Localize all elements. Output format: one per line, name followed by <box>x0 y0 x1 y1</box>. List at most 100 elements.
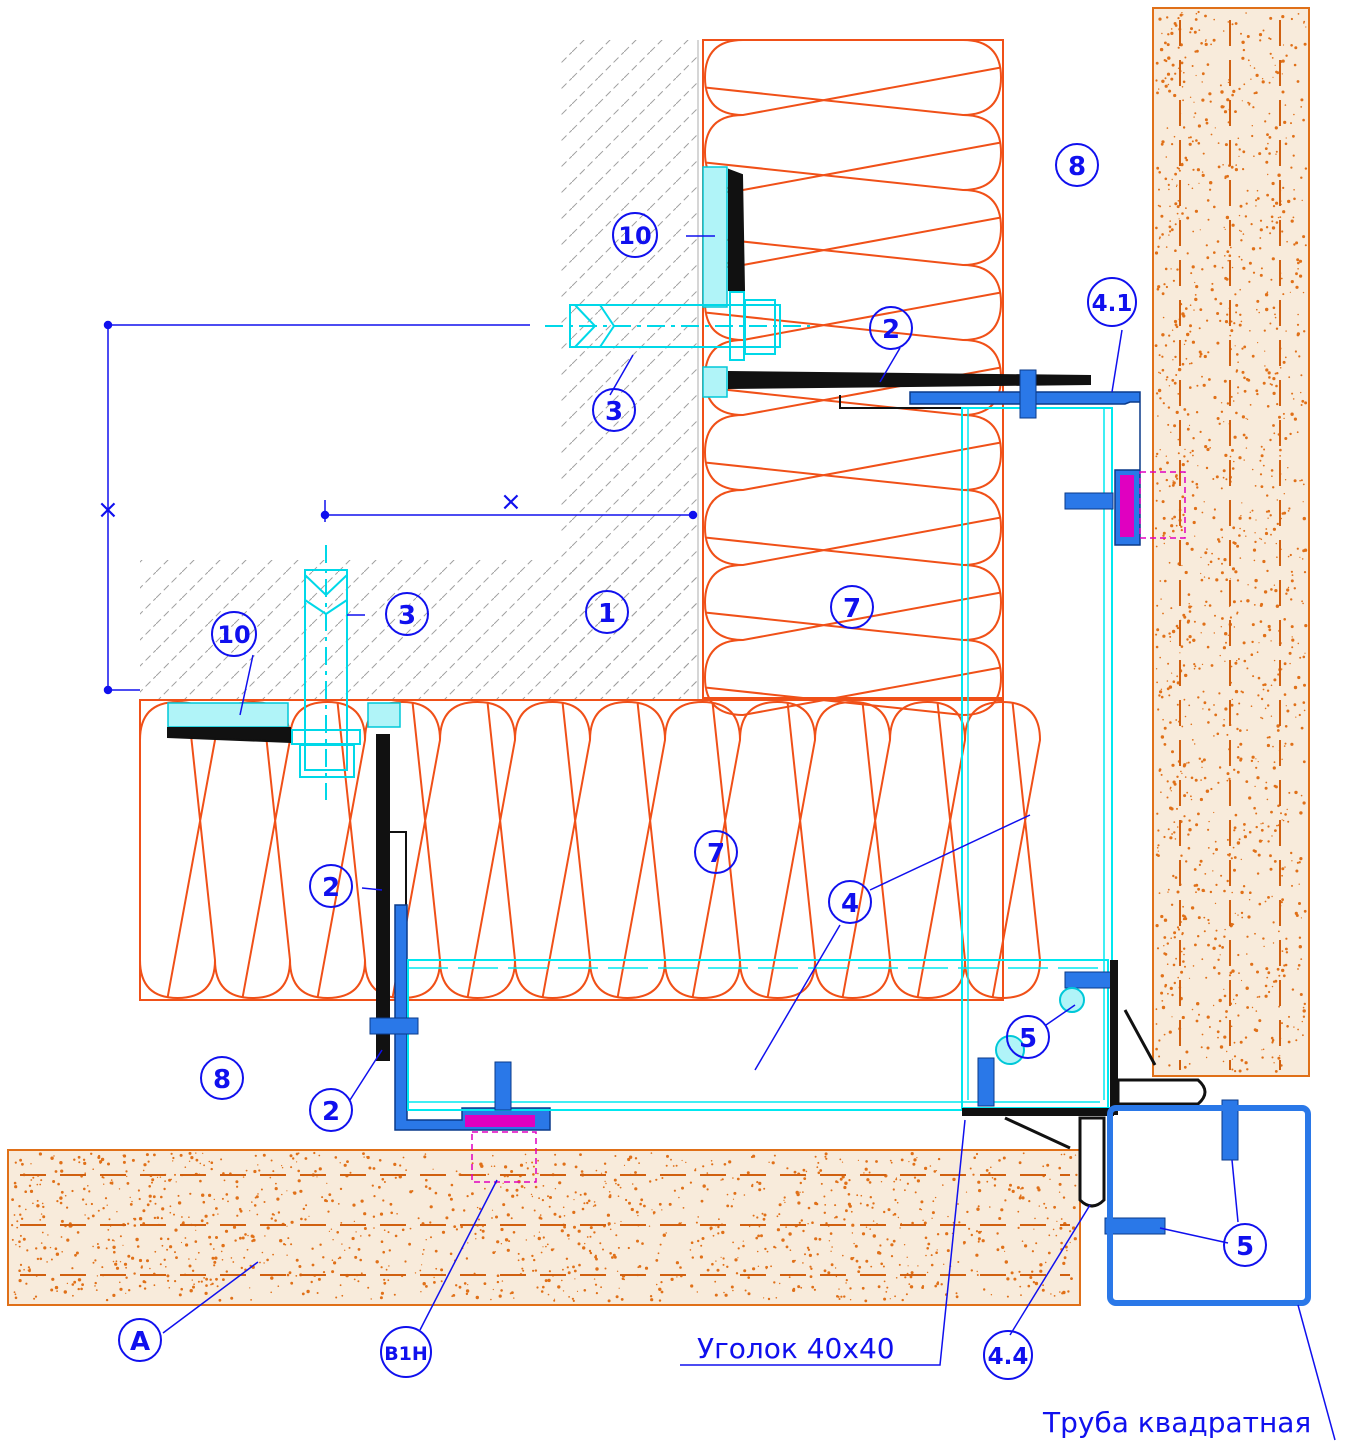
speck <box>1251 509 1254 512</box>
speck <box>1212 516 1216 520</box>
speck <box>1297 13 1300 15</box>
speck <box>1281 1022 1283 1025</box>
speck <box>143 1287 147 1290</box>
speck <box>1186 427 1190 431</box>
speck <box>797 1285 801 1289</box>
speck <box>1235 311 1238 314</box>
speck <box>1212 946 1216 950</box>
speck <box>74 1253 77 1257</box>
speck <box>1234 1070 1237 1073</box>
speck <box>1156 681 1158 684</box>
speck <box>1197 465 1199 467</box>
speck <box>830 1189 833 1192</box>
speck <box>1284 963 1288 967</box>
speck <box>28 1184 32 1188</box>
speck <box>1173 936 1177 939</box>
speck <box>11 1238 14 1241</box>
speck <box>577 1229 581 1233</box>
speck <box>1274 64 1276 66</box>
speck <box>897 1216 900 1219</box>
speck <box>1188 641 1192 644</box>
speck <box>1274 589 1278 593</box>
speck <box>1284 356 1287 359</box>
speck <box>1205 466 1209 470</box>
speck <box>800 1219 803 1222</box>
speck <box>977 1240 980 1243</box>
speck <box>1175 410 1179 414</box>
speck <box>1173 821 1176 823</box>
speck <box>1209 447 1211 449</box>
speck <box>653 1213 655 1215</box>
speck <box>354 1255 358 1259</box>
speck <box>1166 376 1169 379</box>
speck <box>1160 991 1164 995</box>
speck <box>1291 884 1293 887</box>
speck <box>1157 708 1160 711</box>
speck <box>1276 724 1280 728</box>
speck <box>1058 1182 1062 1186</box>
speck <box>534 1185 538 1189</box>
speck <box>1250 653 1254 656</box>
speck <box>1187 183 1190 186</box>
speck <box>1274 372 1277 375</box>
speck <box>1176 890 1180 894</box>
callout-7a: 7 <box>843 594 861 624</box>
speck <box>511 1194 515 1198</box>
speck <box>1206 645 1210 649</box>
speck <box>1191 187 1194 190</box>
speck <box>227 1200 229 1203</box>
speck <box>1165 378 1168 381</box>
speck <box>205 1284 208 1287</box>
speck <box>103 1177 105 1179</box>
speck <box>1298 902 1301 905</box>
speck <box>1213 395 1217 400</box>
speck <box>768 1161 770 1164</box>
speck <box>1167 891 1169 893</box>
speck <box>788 1232 792 1236</box>
speck <box>1302 1015 1306 1018</box>
speck <box>1248 516 1252 520</box>
speck <box>1169 986 1173 991</box>
speck <box>706 1268 710 1272</box>
speck <box>1251 1006 1254 1009</box>
speck <box>866 1178 870 1182</box>
speck <box>1166 942 1170 945</box>
speck <box>1237 658 1240 660</box>
speck <box>253 1204 257 1207</box>
speck <box>116 1211 118 1213</box>
speck <box>627 1246 630 1250</box>
speck <box>1186 762 1188 764</box>
speck <box>149 1267 151 1270</box>
speck <box>25 1208 27 1211</box>
callout-3a: 3 <box>605 397 623 427</box>
speck <box>523 1186 526 1189</box>
speck <box>1193 30 1197 34</box>
speck <box>189 1289 193 1293</box>
speck <box>1231 891 1233 894</box>
speck <box>1264 900 1267 903</box>
speck <box>576 1290 579 1292</box>
speck <box>1278 415 1281 419</box>
speck <box>573 1269 577 1273</box>
speck <box>1159 372 1162 375</box>
speck <box>1191 1008 1194 1011</box>
speck <box>532 1173 535 1176</box>
speck <box>1266 743 1270 748</box>
speck <box>119 1235 122 1238</box>
speck <box>1214 902 1217 905</box>
speck <box>467 1284 469 1286</box>
speck <box>40 1179 43 1182</box>
speck <box>1031 1250 1034 1253</box>
speck <box>1233 626 1236 628</box>
speck <box>1168 234 1170 236</box>
speck <box>471 1162 474 1165</box>
speck <box>526 1167 529 1170</box>
speck <box>1034 1217 1036 1220</box>
speck <box>1165 478 1169 482</box>
speck <box>276 1197 280 1201</box>
speck <box>1212 38 1216 42</box>
speck <box>333 1261 337 1265</box>
speck <box>1291 860 1293 862</box>
speck <box>572 1265 575 1269</box>
speck <box>1273 761 1276 764</box>
